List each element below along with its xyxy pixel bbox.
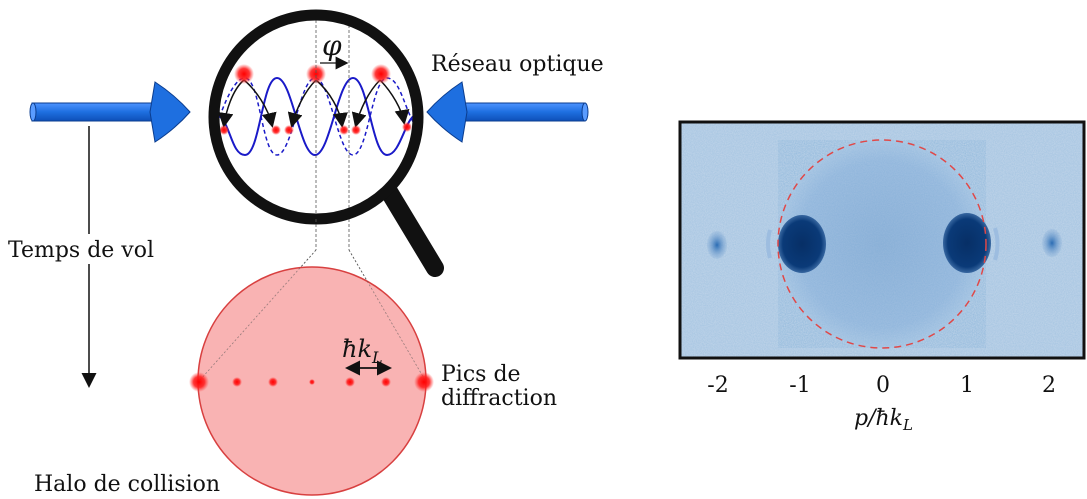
atom [306,64,326,84]
diffraction-peak [381,377,391,387]
tof-label: Temps de vol [8,238,154,263]
tick-label: 2 [1042,373,1056,398]
laser-beam-right [426,81,589,143]
laser-beam-left [29,81,191,143]
main-peak-minus1 [778,215,826,273]
diffraction-peak [345,377,355,387]
tick-label: 1 [960,373,974,398]
tick-label: 0 [876,373,890,398]
halo-label: Halo de collision [34,472,220,497]
peaks-label-line1: Pics de [441,362,521,387]
diffraction-peak [309,379,315,385]
tick-label: -1 [789,373,810,398]
diffraction-peak [189,372,209,392]
lattice-wave-solid [214,76,416,157]
phase-label: φ [322,29,342,62]
halo-outline [777,139,987,349]
collision-halo [189,249,434,496]
lattice-label: Réseau optique [431,52,604,77]
absorption-image [678,120,1086,360]
tick-label: -2 [707,373,728,398]
hk-label: ħkL [342,335,383,367]
peaks-label-line2: diffraction [441,386,557,411]
diffraction-peak [232,377,242,387]
axis-label: p/ħkL [854,406,913,434]
main-peak-plus1 [943,213,991,273]
diffraction-peak [414,372,434,392]
atom [371,64,391,84]
atom [234,64,254,84]
diffraction-peak [268,377,278,387]
axis-ticks: -2 -1 0 1 2 [707,373,1056,398]
